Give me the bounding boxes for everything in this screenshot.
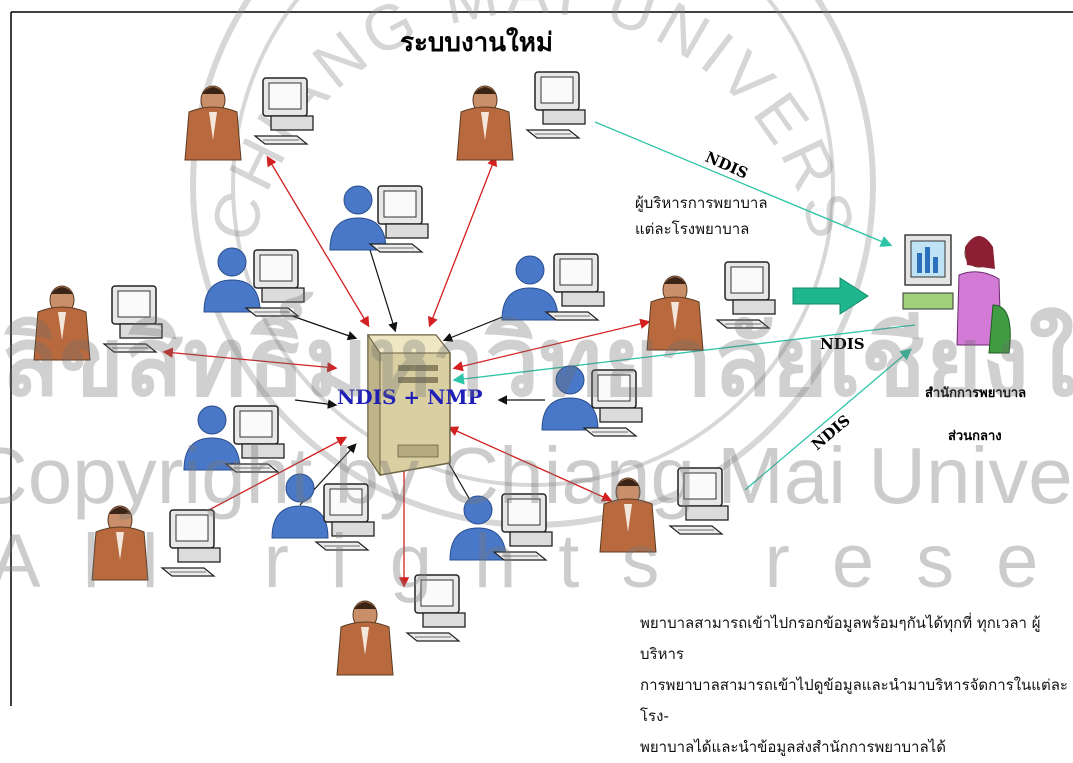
watermark-rights: All rights reserved: [0, 519, 1073, 604]
teal-arrows: [452, 121, 916, 491]
server-icon: [367, 333, 452, 477]
connection-arrows: [162, 121, 916, 588]
hospital-admin-label-line2: แต่ละโรงพยาบาล: [635, 220, 750, 238]
central-office-label-line1: สำนักการพยาบาล: [925, 386, 1027, 401]
diagram-title: ระบบงานใหม่: [400, 28, 553, 58]
watermark-copyright: Copyright by Chiang Mai University: [0, 431, 1073, 520]
workstation-layer: [33, 71, 1011, 676]
nurse-workstation-icon: [329, 185, 429, 253]
description-line1: พยาบาลสามารถเข้าไปกรอกข้อมูลพร้อมๆกันได้…: [640, 614, 1041, 663]
description-line3: พยาบาลได้และนำข้อมูลส่งสำนักการพยาบาลได้: [640, 738, 946, 756]
ndis-middle-label: NDIS: [820, 335, 865, 353]
manager-workstation-icon: [184, 77, 314, 161]
central-office-operator-icon: [902, 234, 1011, 354]
central-office-label-line2: ส่วนกลาง: [948, 429, 1002, 444]
description-line2: การพยาบาลสามารถเข้าไปดูข้อมูลและนำมาบริห…: [640, 676, 1068, 725]
hospital-admin-label-line1: ผู้บริหารการพยาบาล: [635, 194, 768, 212]
manager-workstation-icon: [456, 71, 586, 161]
server-label: NDIS + NMP: [337, 385, 483, 409]
description-text: พยาบาลสามารถเข้าไปกรอกข้อมูลพร้อมๆกันได้…: [640, 608, 1073, 763]
hospital-admin-label: ผู้บริหารการพยาบาล แต่ละโรงพยาบาล: [635, 190, 768, 242]
red-arrows: [162, 155, 651, 588]
diagram-frame: [10, 11, 1073, 706]
big-right-arrow-icon: [792, 277, 869, 315]
watermark-thai: ลิขสิทธิ์มหาวิทยาลัยเชียงใหม่: [0, 306, 1073, 418]
